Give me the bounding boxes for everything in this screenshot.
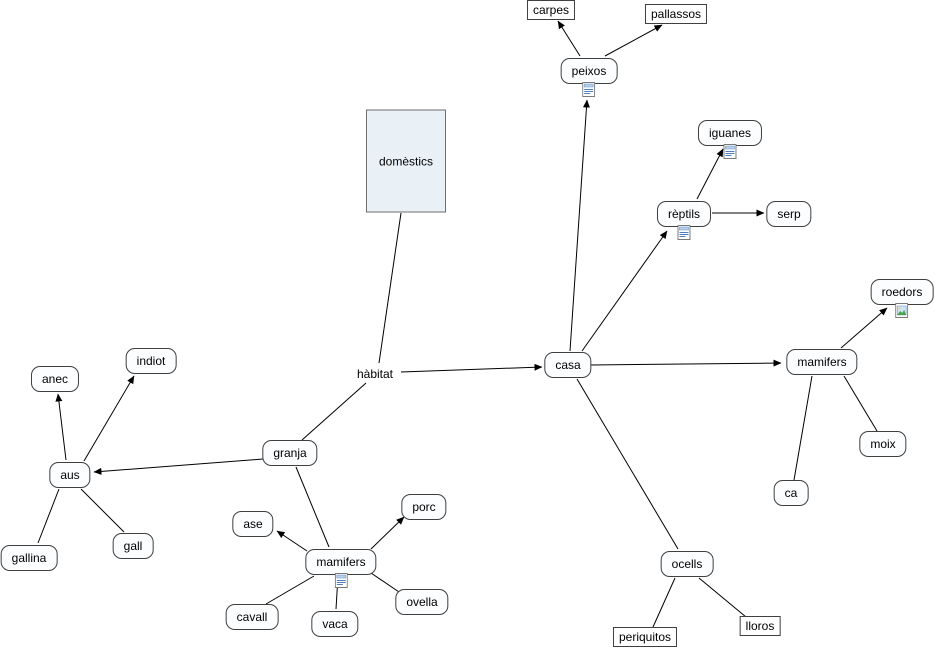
node-label-ocells: ocells xyxy=(671,557,703,571)
node-label-pallassos: pallassos xyxy=(650,7,702,21)
edge-ocells-lloros xyxy=(698,577,747,618)
node-anec[interactable]: anec xyxy=(30,366,80,392)
node-label-peixos: peixos xyxy=(571,64,607,78)
edge-mamifers-granja-cavall xyxy=(265,575,315,605)
node-reptils[interactable]: rèptils xyxy=(656,201,712,240)
node-label-lloros: lloros xyxy=(745,619,775,633)
node-label-mamifers-granja: mamifers xyxy=(316,555,366,569)
node-label-roedors: roedors xyxy=(881,285,923,299)
edge-mamifers-casa-moix xyxy=(843,375,878,432)
edge-mamifers-casa-ca xyxy=(793,375,813,481)
edge-habitat-casa xyxy=(400,363,543,373)
edge-casa-reptils xyxy=(581,230,668,352)
edge-ocells-periquitos xyxy=(652,577,676,628)
document-resource-icon[interactable] xyxy=(334,573,348,588)
node-label-domestics: domèstics xyxy=(378,154,434,168)
node-porc[interactable]: porc xyxy=(401,494,447,520)
node-gallina[interactable]: gallina xyxy=(0,545,58,571)
edge-aus-indiot xyxy=(83,375,135,462)
node-moix[interactable]: moix xyxy=(859,431,907,457)
node-label-anec: anec xyxy=(41,372,69,386)
node-serp[interactable]: serp xyxy=(766,201,812,227)
node-iguanes[interactable]: iguanes xyxy=(697,120,763,159)
node-ca[interactable]: ca xyxy=(773,480,809,506)
node-aus[interactable]: aus xyxy=(49,462,91,488)
edge-granja-mamifers-granja xyxy=(295,466,330,548)
node-label-indiot: indiot xyxy=(136,354,166,368)
node-label-periquitos: periquitos xyxy=(618,630,672,644)
edge-mamifers-granja-porc xyxy=(370,516,405,550)
edge-peixos-carpes xyxy=(557,20,581,57)
node-roedors[interactable]: roedors xyxy=(870,279,934,318)
edge-domestics-habitat xyxy=(378,212,402,364)
node-ocells[interactable]: ocells xyxy=(660,551,714,577)
document-resource-icon[interactable] xyxy=(677,225,691,240)
node-label-aus: aus xyxy=(60,468,80,482)
node-domestics[interactable]: domèstics xyxy=(366,109,446,213)
node-ase[interactable]: ase xyxy=(232,511,274,537)
node-label-carpes: carpes xyxy=(532,3,570,17)
node-mamifers-granja[interactable]: mamifers xyxy=(305,549,377,588)
edge-mamifers-granja-ovella xyxy=(370,572,400,593)
document-resource-icon[interactable] xyxy=(723,144,737,159)
node-peixos[interactable]: peixos xyxy=(560,58,618,97)
node-lloros[interactable]: lloros xyxy=(739,616,781,636)
node-label-gallina: gallina xyxy=(11,551,47,565)
edge-casa-peixos xyxy=(569,99,590,352)
image-resource-icon[interactable] xyxy=(895,303,909,318)
node-habitat[interactable]: hàbitat xyxy=(355,365,395,383)
node-vaca[interactable]: vaca xyxy=(311,611,359,637)
node-label-gall: gall xyxy=(123,539,143,553)
node-label-vaca: vaca xyxy=(322,617,348,631)
edge-habitat-granja xyxy=(301,382,367,441)
node-mamifers-casa[interactable]: mamifers xyxy=(786,349,858,375)
node-gall[interactable]: gall xyxy=(112,533,154,559)
node-indiot[interactable]: indiot xyxy=(125,348,177,374)
edge-granja-aus xyxy=(93,458,264,475)
node-label-moix: moix xyxy=(870,437,896,451)
node-label-iguanes: iguanes xyxy=(708,126,752,140)
node-label-ovella: ovella xyxy=(406,595,438,609)
node-pallassos[interactable]: pallassos xyxy=(644,4,708,24)
edge-reptils-iguanes xyxy=(696,148,724,200)
node-label-serp: serp xyxy=(777,207,801,221)
node-ovella[interactable]: ovella xyxy=(395,589,449,615)
document-resource-icon[interactable] xyxy=(582,82,596,97)
edge-aus-gallina xyxy=(37,488,60,544)
node-carpes[interactable]: carpes xyxy=(526,0,576,20)
node-label-habitat: hàbitat xyxy=(356,367,394,381)
edge-mamifers-casa-roedors xyxy=(840,307,888,349)
edge-casa-mamifers-casa xyxy=(590,359,782,367)
node-label-casa: casa xyxy=(555,358,581,372)
node-label-ca: ca xyxy=(784,486,798,500)
node-label-cavall: cavall xyxy=(236,610,268,624)
node-label-granja: granja xyxy=(273,446,307,460)
node-granja[interactable]: granja xyxy=(262,440,318,466)
node-label-mamifers-casa: mamifers xyxy=(797,355,847,369)
node-label-ase: ase xyxy=(243,517,263,531)
edge-mamifers-granja-ase xyxy=(276,530,308,552)
node-periquitos[interactable]: periquitos xyxy=(612,627,678,647)
node-cavall[interactable]: cavall xyxy=(225,604,279,630)
node-label-reptils: rèptils xyxy=(667,207,701,221)
edge-aus-gall xyxy=(80,488,125,533)
node-casa[interactable]: casa xyxy=(544,352,592,378)
edge-aus-anec xyxy=(55,393,67,461)
edge-casa-ocells xyxy=(576,378,679,550)
node-label-porc: porc xyxy=(412,500,436,514)
edge-peixos-pallassos xyxy=(604,24,663,57)
